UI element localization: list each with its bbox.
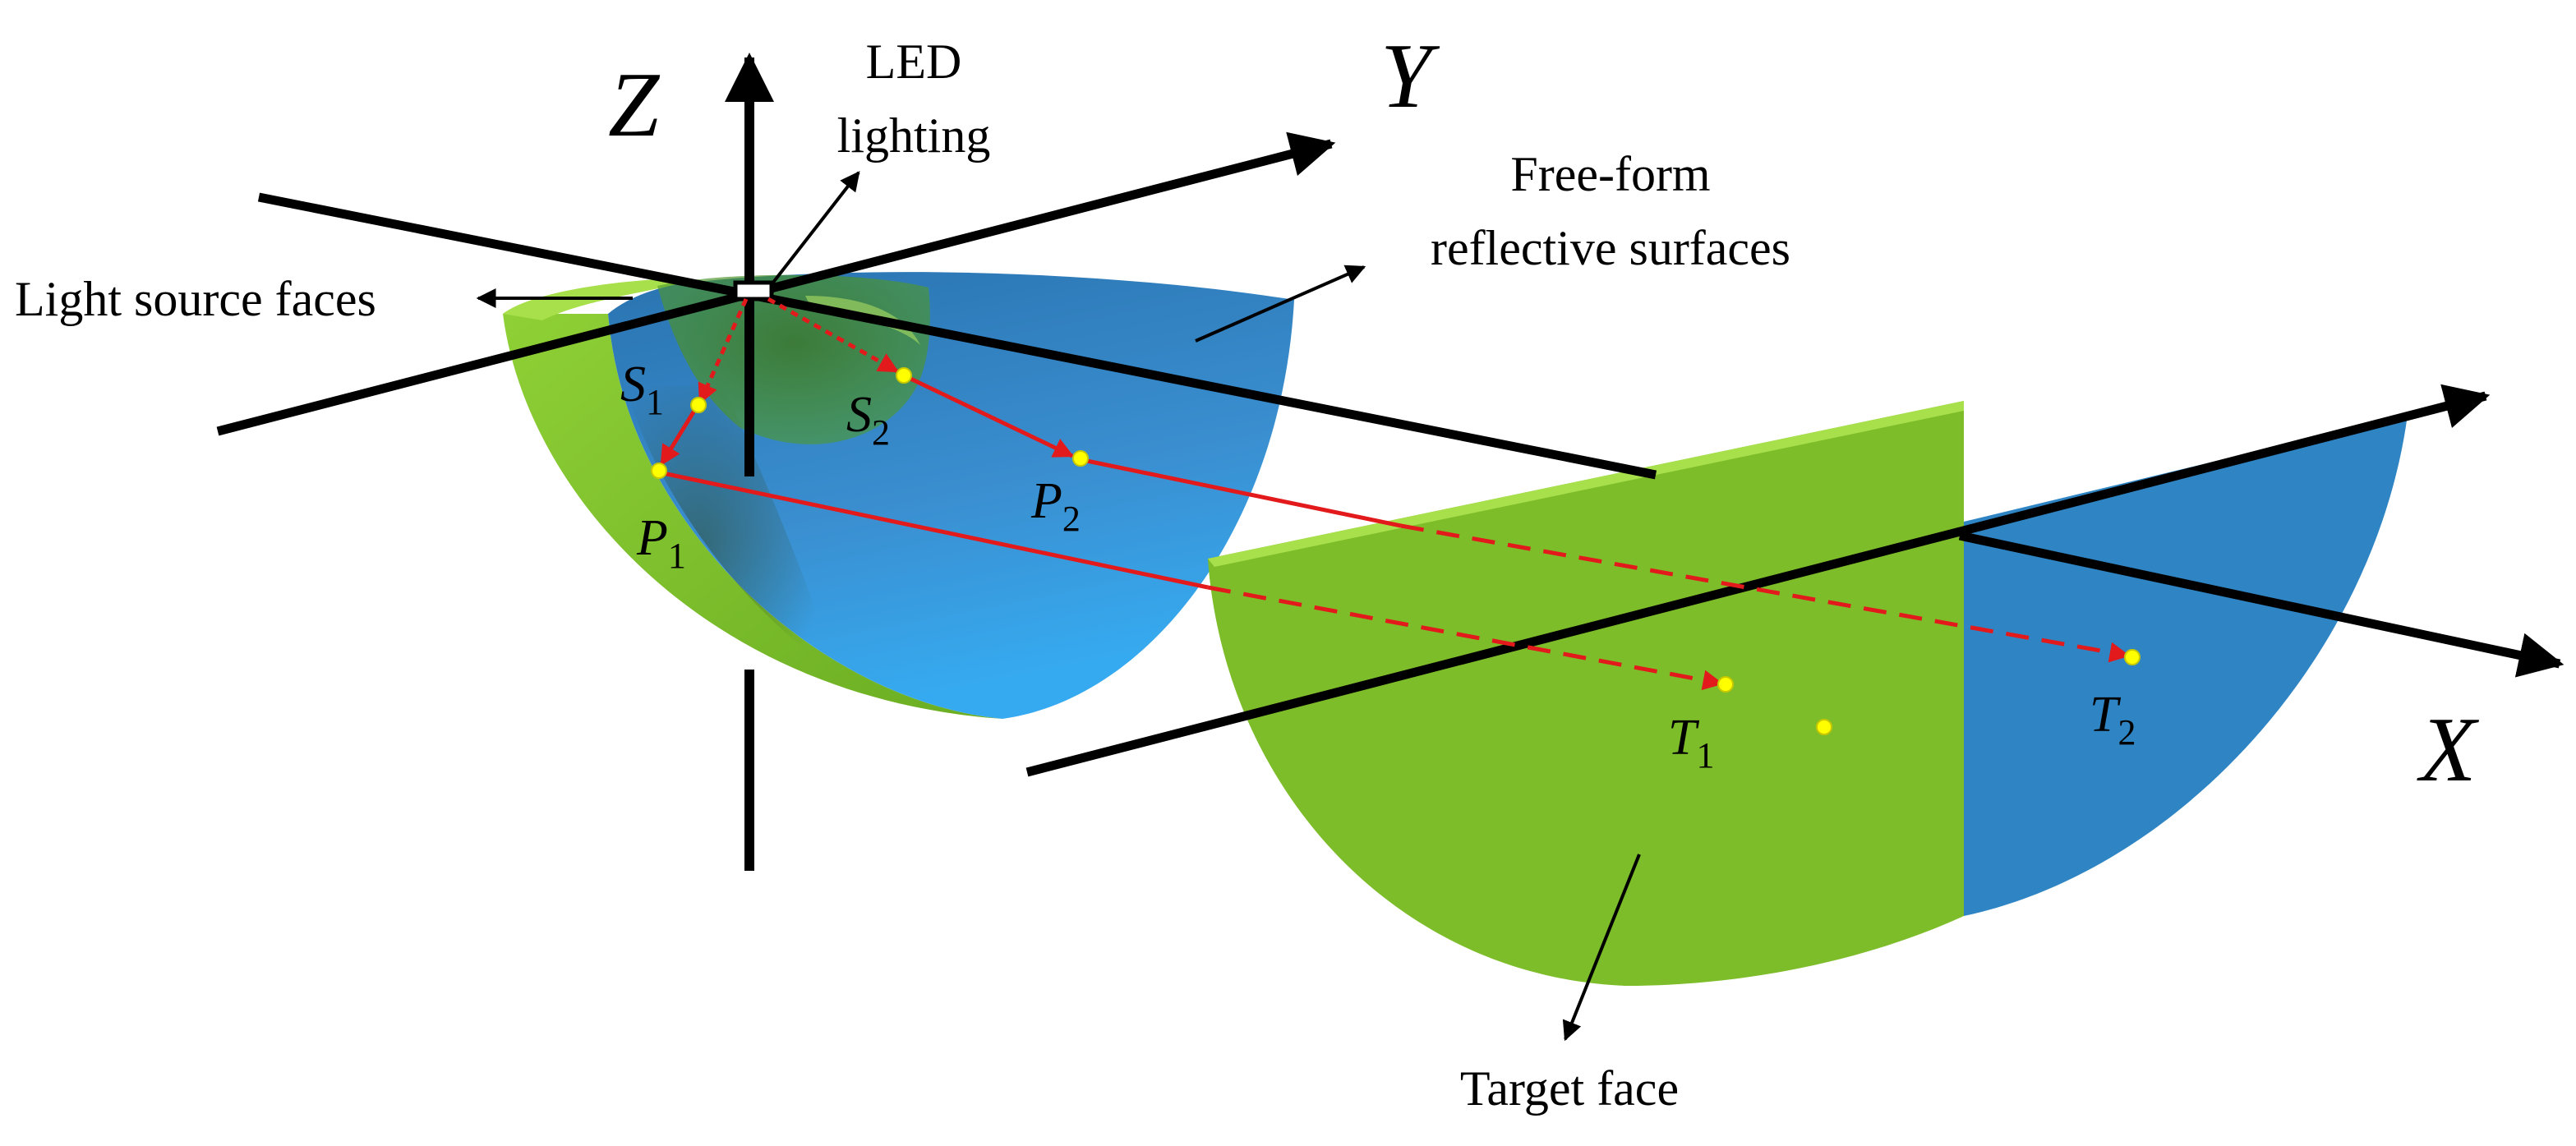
target-semicircle [1208, 401, 2408, 986]
point-s1 [690, 397, 707, 413]
ray-p1-t1-dashed [1207, 585, 1724, 691]
point-t2 [2124, 649, 2141, 665]
target-arrow [1562, 854, 1641, 1042]
annotation-arrows [476, 171, 1641, 1042]
axis-label-y: Y [1380, 25, 1440, 127]
freeform-label-line1: Free-form [1510, 147, 1710, 201]
yellow-points [651, 367, 2141, 735]
label-p1: P1 [636, 510, 686, 576]
ray-s2-p2 [904, 374, 1075, 458]
point-p1 [651, 463, 667, 479]
ray-p2-target-solid [1082, 458, 1402, 528]
label-t1: T1 [1668, 710, 1714, 776]
label-t2: T2 [2090, 687, 2136, 752]
axis-label-z: Z [608, 54, 661, 156]
led-source [733, 280, 774, 301]
label-s2: S2 [846, 387, 890, 453]
target-y-axis [1025, 384, 2491, 777]
led-label-line2: lighting [837, 108, 991, 163]
freeform-arrow [1195, 265, 1366, 343]
light-rays [658, 297, 2131, 691]
target-blue-face [1964, 415, 2408, 916]
point-p2 [1072, 450, 1089, 467]
ray-led-s1 [698, 297, 749, 405]
axis-label-x: X [2417, 699, 2480, 801]
led-label-line1: LED [866, 35, 962, 89]
ray-p2-t2-dashed [1400, 523, 2131, 663]
point-target-center [1816, 719, 1832, 735]
coordinate-axes [216, 53, 2564, 871]
y-axis-line [216, 131, 1336, 436]
ray-s1-p1 [659, 405, 699, 467]
target-green-face [1208, 401, 1964, 986]
target-label: Target face [1460, 1061, 1679, 1116]
led-arrow [771, 171, 860, 285]
x-axis-line-a [257, 192, 1657, 480]
reflector-bowl [503, 272, 1294, 720]
freeform-label-line2: reflective surfaces [1431, 221, 1790, 275]
target-x-axis [1958, 531, 2564, 678]
point-s2 [896, 367, 912, 384]
label-p2: P2 [1030, 473, 1081, 539]
ray-led-s2 [767, 297, 900, 374]
point-t1 [1717, 676, 1734, 693]
ray-p1-target-solid [658, 470, 1209, 590]
reflector-outer-green [503, 314, 1002, 719]
label-s1: S1 [620, 357, 664, 422]
light-source-label: Light source faces [15, 272, 376, 326]
